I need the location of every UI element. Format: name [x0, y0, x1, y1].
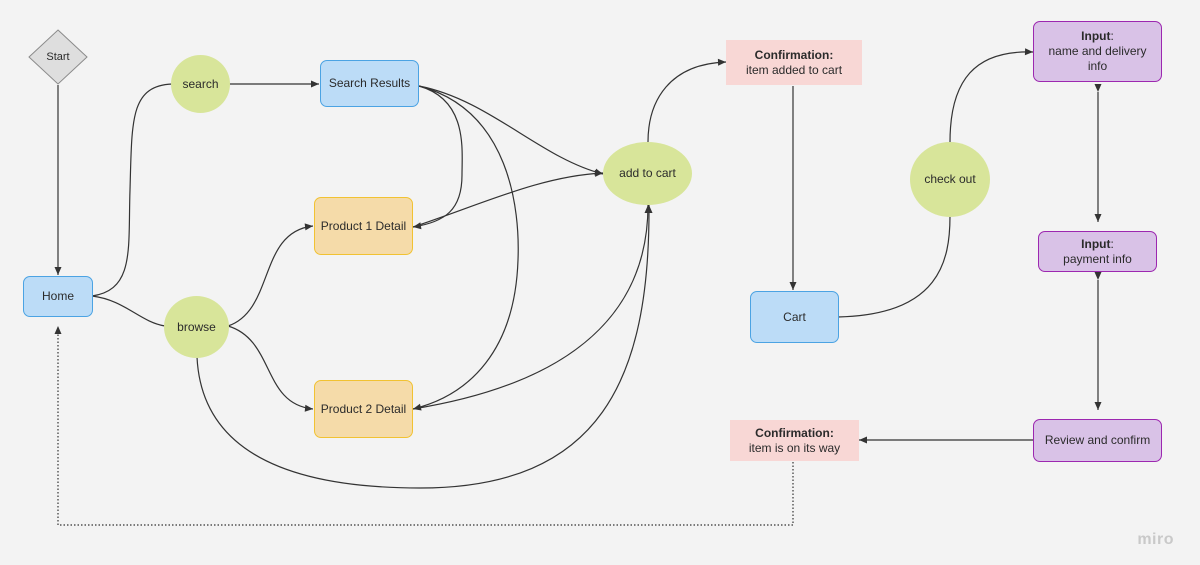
- cart-label: Cart: [783, 309, 806, 324]
- home-label: Home: [41, 289, 74, 303]
- browse-node[interactable]: browse: [164, 296, 229, 358]
- confirmation-added-title: Confirmation:: [754, 47, 834, 62]
- search-results-node[interactable]: Search Results: [320, 60, 419, 107]
- input-payment-text: payment info: [1063, 251, 1132, 266]
- product-1-detail-node[interactable]: Product 1 Detail: [314, 197, 413, 255]
- add-to-cart-label: add to cart: [619, 166, 676, 180]
- start-node[interactable]: Start: [28, 29, 88, 85]
- search-label: search: [182, 76, 219, 91]
- confirmation-way-title: Confirmation:: [755, 425, 834, 440]
- edge-product2-addcart: [412, 204, 652, 410]
- confirmation-way-text: item is on its way: [748, 440, 841, 455]
- edge-home-search: [91, 83, 173, 297]
- input-payment-node[interactable]: Input: payment info: [1038, 231, 1157, 272]
- input-payment-title: Input: [1081, 236, 1111, 251]
- home-node[interactable]: Home: [23, 276, 93, 317]
- cart-node[interactable]: Cart: [750, 291, 839, 343]
- search-results-label: Search Results: [328, 76, 411, 90]
- edge-confirm-home-dotted: [54, 326, 794, 526]
- input-delivery-colon: :: [1110, 29, 1114, 43]
- edge-cart-checkout: [837, 215, 951, 318]
- edge-checkout-delivery: [949, 48, 1034, 143]
- input-payment-title-line: Input:: [1081, 237, 1114, 252]
- input-delivery-text: name and delivery info: [1048, 44, 1147, 73]
- edge-results-product1: [412, 85, 463, 230]
- input-delivery-title: Input: [1081, 29, 1111, 43]
- product-2-detail-node[interactable]: Product 2 Detail: [314, 380, 413, 438]
- product-2-detail-label: Product 2 Detail: [320, 401, 407, 416]
- edge-product1-addcart: [412, 169, 604, 228]
- confirmation-added-text: item added to cart: [745, 62, 843, 77]
- edge-addcart-confirm: [647, 58, 727, 143]
- edge-browse-product2: [227, 325, 314, 412]
- review-confirm-node[interactable]: Review and confirm: [1033, 419, 1162, 462]
- add-to-cart-node[interactable]: add to cart: [603, 142, 692, 205]
- browse-label: browse: [177, 319, 216, 334]
- search-node[interactable]: search: [171, 55, 230, 113]
- review-confirm-label: Review and confirm: [1044, 433, 1151, 447]
- check-out-node[interactable]: check out: [910, 142, 990, 217]
- edge-browse-product1: [227, 223, 314, 327]
- edge-results-addcart: [418, 85, 604, 176]
- edge-results-product2: [412, 85, 519, 411]
- miro-logo: miro: [1137, 531, 1174, 548]
- edge-home-browse: [91, 295, 166, 327]
- input-payment-colon: :: [1110, 236, 1114, 251]
- input-delivery-title-line: Input:: [1081, 29, 1114, 44]
- start-diamond-shape: [28, 29, 88, 85]
- confirmation-added-node[interactable]: Confirmation: item added to cart: [726, 40, 862, 85]
- start-label: Start: [46, 51, 70, 63]
- check-out-label: check out: [924, 172, 976, 186]
- edge-browse-addcart: [196, 204, 653, 489]
- product-1-detail-label: Product 1 Detail: [320, 218, 407, 233]
- confirmation-way-node[interactable]: Confirmation: item is on its way: [730, 420, 859, 461]
- input-delivery-node[interactable]: Input: name and delivery info: [1033, 21, 1162, 82]
